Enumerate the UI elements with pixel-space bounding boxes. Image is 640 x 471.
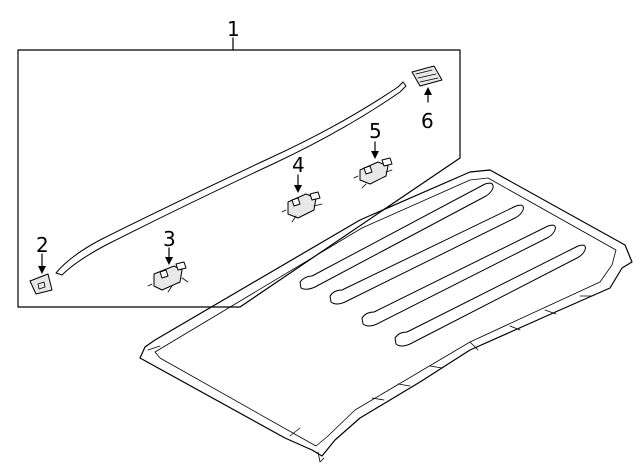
- callout-6: 6: [421, 109, 434, 133]
- callout-2: 2: [36, 233, 49, 257]
- callout-3: 3: [163, 227, 176, 251]
- callout-1: 1: [227, 17, 240, 41]
- clip-5: [353, 141, 393, 189]
- clip-3: [147, 247, 189, 293]
- group-box: [17, 37, 461, 308]
- end-cap: [29, 253, 53, 295]
- roof-panel: [139, 169, 633, 463]
- callout-4: 4: [292, 153, 305, 177]
- callout-5: 5: [369, 119, 382, 143]
- rear-end-cap: [411, 65, 443, 103]
- roof-moulding: [55, 81, 407, 276]
- clip-4: [281, 174, 323, 223]
